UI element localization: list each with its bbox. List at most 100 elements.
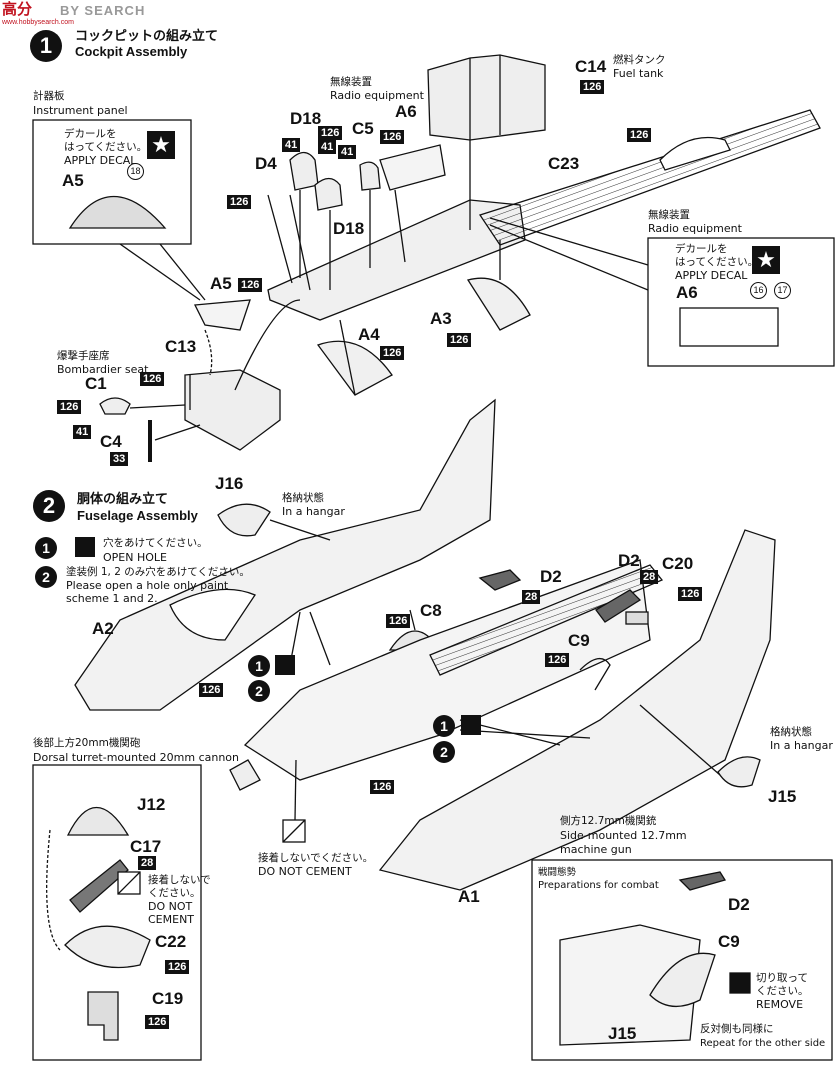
radio-decal-callout: [647, 237, 835, 367]
fuel-tank-jp: 燃料タンク: [613, 54, 666, 66]
hole-scheme-2-badge-c: 2: [433, 741, 455, 763]
window-j15: [649, 952, 716, 1007]
hole-scheme-2-badge: 2: [35, 566, 57, 588]
part-label-a3: A3: [430, 309, 452, 328]
paint-41: 41: [282, 138, 301, 152]
radio-right-jp: 無線装置: [648, 209, 690, 221]
hole-scheme-1-badge: 1: [35, 537, 57, 559]
part-label-d4: D4: [255, 154, 277, 173]
open-hole-icon: [75, 537, 95, 557]
no-cement-2-en1: DO NOT: [148, 900, 193, 913]
open-hole-scheme-jp: 塗装例 1, 2 のみ穴をあけてください。: [66, 566, 250, 578]
part-label-c5: C5: [352, 119, 374, 138]
paint-126: 126: [370, 780, 395, 794]
part-label-a2: A2: [92, 619, 114, 638]
bombardier-jp: 爆撃手座席: [57, 350, 110, 362]
step-2-title-jp: 胴体の組み立て: [77, 491, 169, 506]
part-label-a6-box: A6: [676, 283, 698, 302]
part-c9: [579, 658, 611, 691]
paint-33: 33: [110, 452, 129, 466]
step-1-title-en: Cockpit Assembly: [75, 44, 188, 59]
part-label-c4: C4: [100, 432, 122, 451]
dorsal-en: Dorsal turret-mounted 20mm cannon: [33, 751, 239, 764]
leader-line: [489, 217, 649, 266]
bulkhead-a4: [316, 340, 393, 396]
decal-instruction-jp1: デカールを: [64, 128, 117, 140]
part-label-c13: C13: [165, 337, 197, 356]
hangar-left-en: In a hangar: [282, 505, 345, 518]
seat-d18b: [314, 177, 343, 211]
part-label-j15-b: J15: [608, 1024, 637, 1043]
leader-line: [489, 224, 649, 291]
nose-j16: [217, 503, 271, 537]
decal-star-icon-2: [752, 246, 780, 274]
radio-jp: 無線装置: [330, 76, 372, 88]
instrument-panel-illustration: [68, 195, 167, 229]
canopy-rib: [659, 136, 731, 171]
part-label-a5-box: A5: [62, 171, 84, 190]
part-label-c22: C22: [155, 932, 187, 951]
step-2-title-en: Fuselage Assembly: [77, 508, 198, 523]
paint-126: 126: [165, 960, 190, 974]
open-hole-jp: 穴をあけてください。: [103, 537, 208, 549]
hangar-left-jp: 格納状態: [282, 492, 324, 504]
paint-126: 126: [380, 346, 405, 360]
leader-line: [119, 243, 201, 301]
open-hole-en: OPEN HOLE: [103, 551, 167, 564]
part-label-a6: A6: [395, 102, 417, 121]
open-hole-scheme-en1: Please open a hole only paint: [66, 579, 229, 592]
gun-d2c: [678, 871, 727, 891]
paint-126: 126: [140, 372, 165, 386]
hole-scheme-1-badge-c: 1: [433, 715, 455, 737]
radio-equipment-shape: [379, 144, 446, 191]
paint-126: 126: [145, 1015, 170, 1029]
combat-jp: 戦闘態勢: [538, 867, 577, 878]
part-label-d18: D18: [290, 109, 322, 128]
step-2-badge: 2: [33, 490, 65, 522]
decal-instruction-en: APPLY DECAL: [64, 154, 137, 167]
paint-126: 126: [238, 278, 263, 292]
decal-number-18: 18: [127, 163, 144, 180]
paint-41: 41: [338, 145, 357, 159]
radio-panel-illustration: [679, 307, 779, 347]
hangar-right-jp: 格納状態: [770, 726, 812, 738]
paint-126: 126: [227, 195, 252, 209]
leader-line: [459, 729, 591, 739]
gun-d2b: [595, 589, 642, 623]
radio-decal-en: APPLY DECAL: [675, 269, 748, 282]
watermark-url: www.hobbysearch.com: [2, 19, 74, 26]
radio-en: Radio equipment: [330, 89, 424, 102]
cannon-c17: [69, 859, 129, 913]
part-label-d2: D2: [540, 567, 562, 586]
part-label-c23: C23: [548, 154, 580, 173]
gun-d2a: [478, 569, 522, 591]
svg-text:★: ★: [151, 133, 171, 158]
decal-number-16: 16: [750, 282, 767, 299]
paint-126: 126: [386, 614, 411, 628]
part-label-a5: A5: [210, 274, 232, 293]
side-gun-en2: machine gun: [560, 843, 632, 856]
paint-126: 126: [199, 683, 224, 697]
other-side-en: Repeat for the other side: [700, 1038, 826, 1049]
part-label-j15: J15: [768, 787, 797, 806]
tail-cone-j15: [717, 756, 761, 788]
part-label-d18b: D18: [333, 219, 365, 238]
radio-right-en: Radio equipment: [648, 222, 742, 235]
part-label-a4: A4: [358, 325, 380, 344]
paint-28: 28: [138, 856, 157, 870]
decal-instruction-jp2: はってください。: [64, 141, 148, 153]
other-side-jp: 反対側も同様に: [700, 1023, 774, 1035]
part-label-j16: J16: [215, 474, 244, 493]
paint-126: 126: [380, 130, 405, 144]
paint-126: 126: [447, 333, 472, 347]
turret-base-c22: [64, 925, 151, 969]
part-label-c9: C9: [568, 631, 590, 650]
part-label-c19: C19: [152, 989, 184, 1008]
paint-126: 126: [318, 126, 343, 140]
seat-c1: [99, 397, 131, 415]
remove-jp1: 切り取って: [756, 972, 808, 984]
no-cement-en: DO NOT CEMENT: [258, 865, 352, 878]
no-cement-2-en2: CEMENT: [148, 913, 195, 926]
paint-28: 28: [640, 570, 659, 584]
